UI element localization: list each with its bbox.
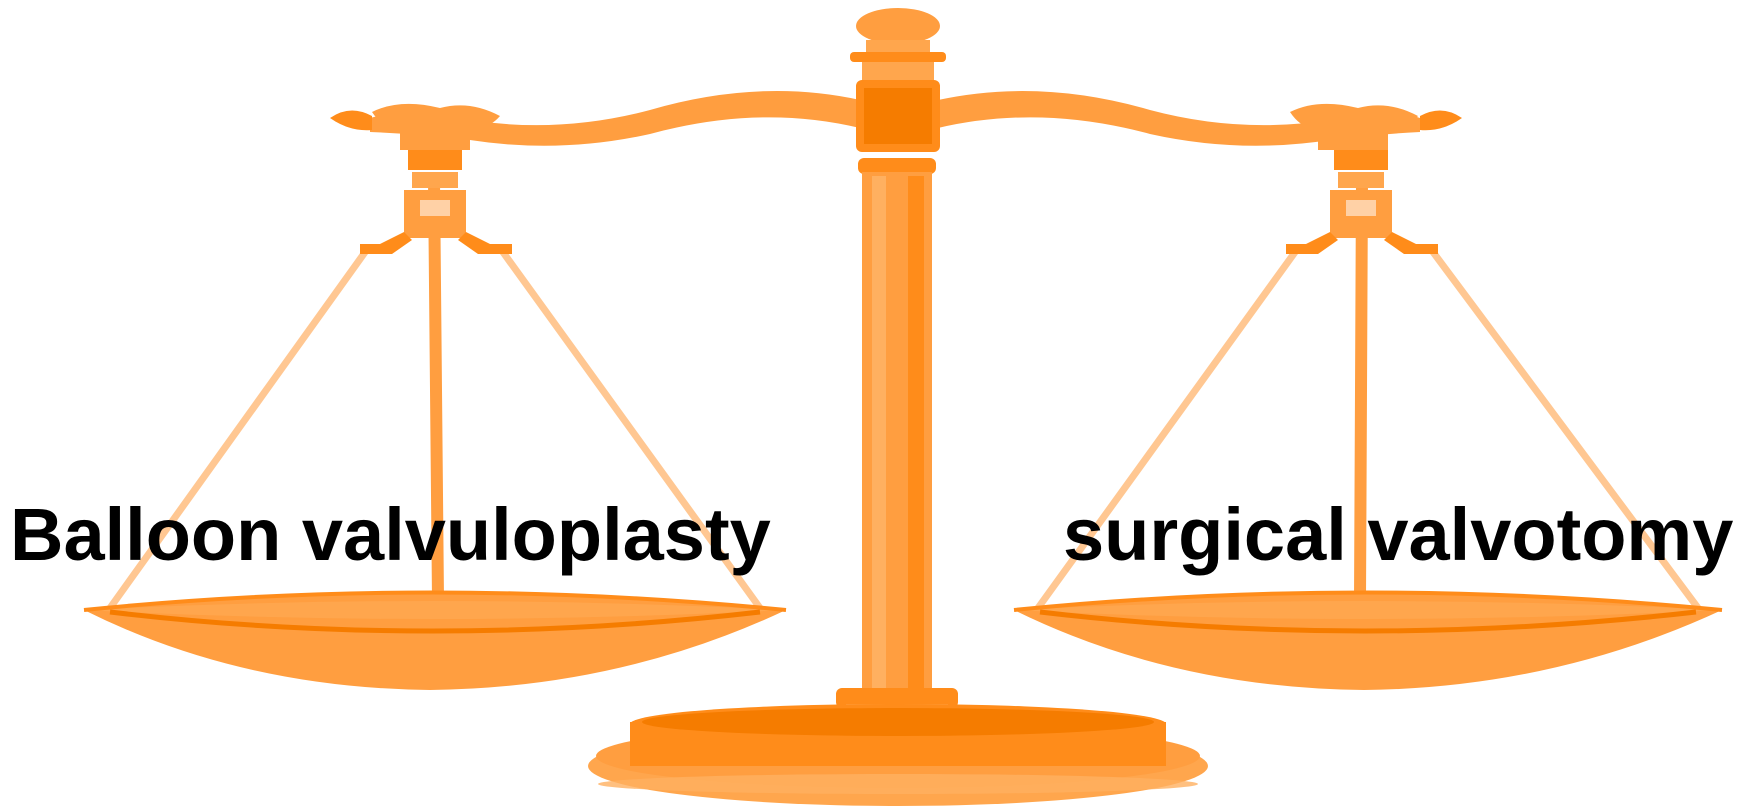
left-pan-label: Balloon valvuloplasty — [10, 498, 771, 572]
scale-pillar — [836, 158, 958, 716]
right-pan-label: surgical valvotomy — [1063, 498, 1733, 572]
scale-base — [588, 704, 1208, 806]
right-pan — [1014, 593, 1722, 691]
scale-finial — [850, 8, 946, 152]
left-pan — [84, 593, 786, 691]
